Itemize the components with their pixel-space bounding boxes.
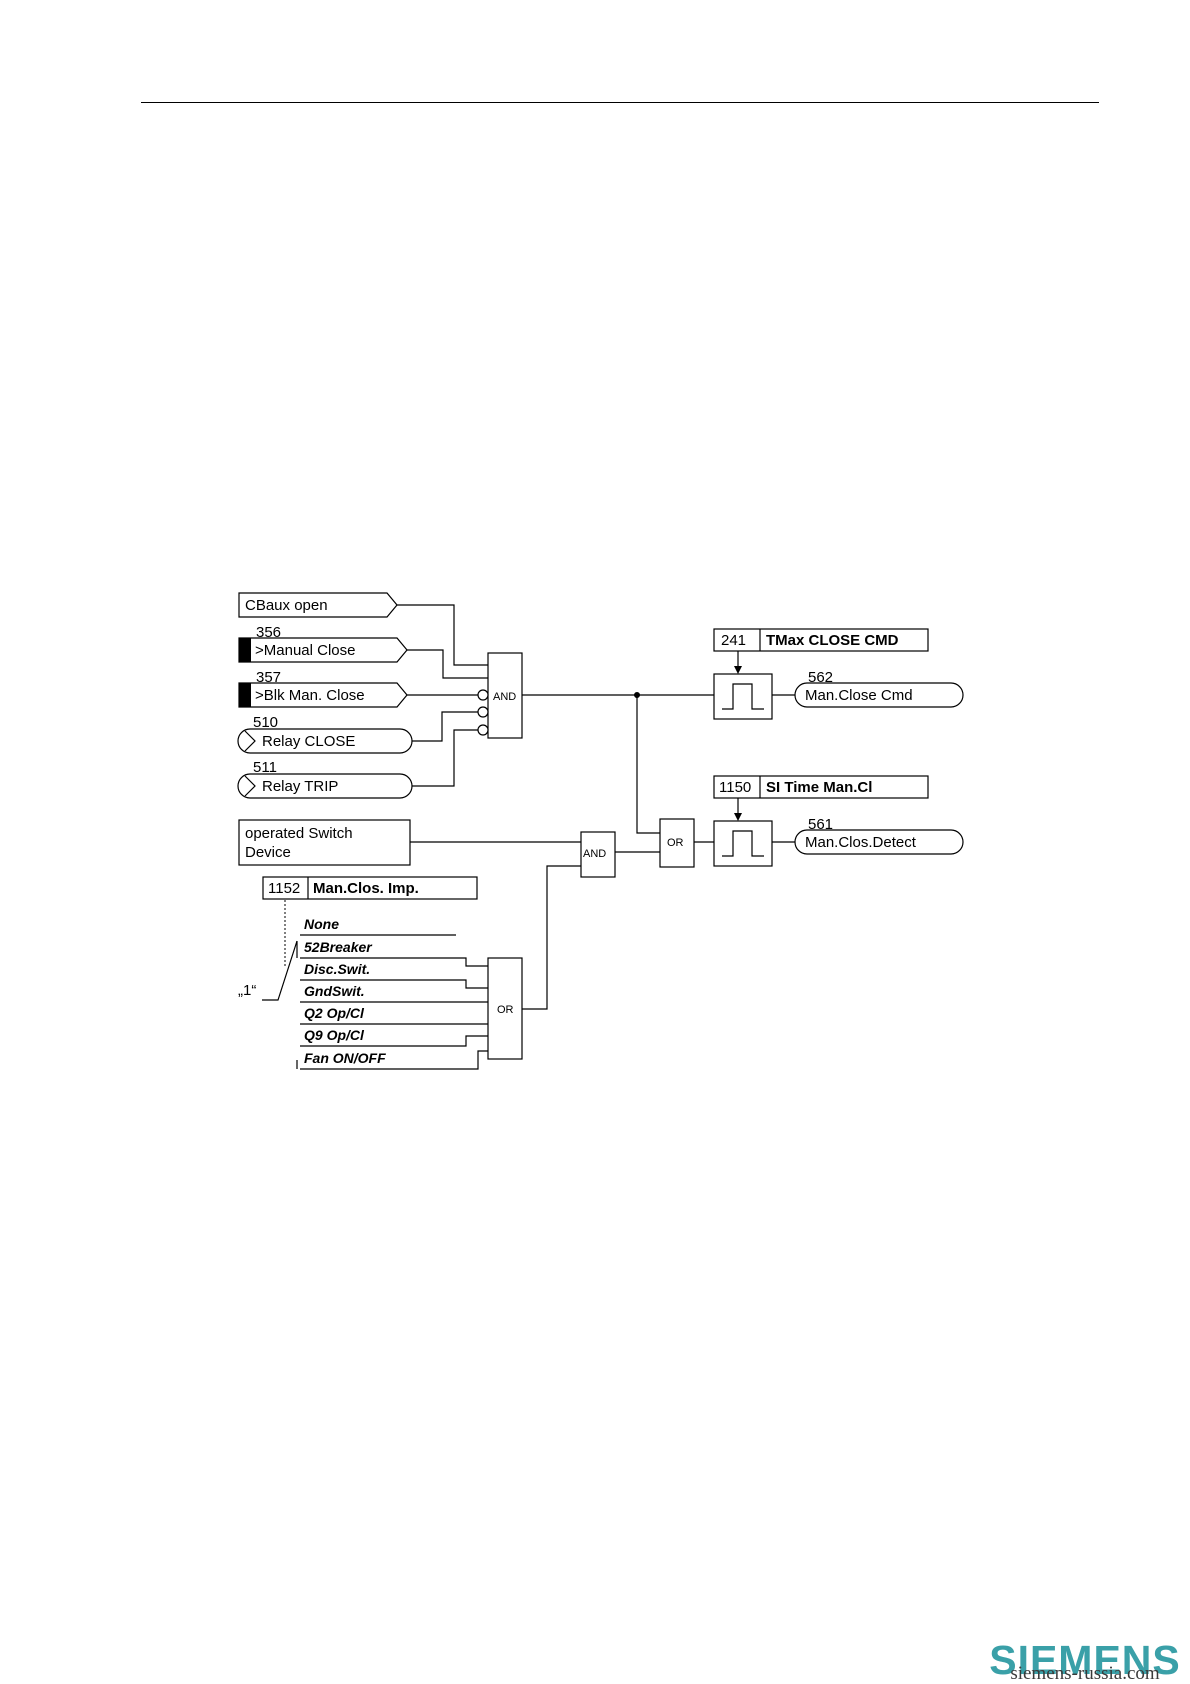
- input-relay-trip: 511 Relay TRIP: [237, 759, 413, 799]
- input-number: 357: [256, 669, 281, 686]
- input-operated-switch-device: operated Switch Device: [238, 819, 411, 866]
- option-disc-swit: Disc.Swit.: [304, 961, 370, 977]
- brand-url: siemens-russia.com: [1010, 1663, 1160, 1684]
- input-number: 510: [253, 714, 278, 731]
- input-label: >Blk Man. Close: [255, 687, 365, 704]
- switch-options: None 52Breaker Disc.Swit. GndSwit. Q2 Op…: [238, 916, 386, 1066]
- pulse-timer-close-cmd: [713, 673, 773, 720]
- binary-input-marker-icon: [239, 638, 251, 662]
- input-label: Relay CLOSE: [262, 733, 355, 750]
- param-label: Man.Clos. Imp.: [313, 880, 419, 897]
- option-gndswit: GndSwit.: [304, 983, 365, 999]
- output-label: Man.Close Cmd: [805, 687, 913, 704]
- option-52breaker: 52Breaker: [304, 939, 373, 955]
- siemens-logo: SIEMENS: [985, 1637, 1185, 1683]
- negation-icon: [477, 689, 489, 701]
- input-number: 356: [256, 624, 281, 641]
- input-number: 511: [253, 759, 277, 776]
- gate-label: AND: [583, 848, 606, 860]
- input-label-line1: operated Switch: [245, 825, 353, 842]
- input-relay-close: 510 Relay CLOSE: [237, 714, 413, 754]
- pulse-icon: [722, 683, 764, 710]
- wires: [262, 604, 795, 1070]
- brand-name: SIEMENS: [989, 1637, 1181, 1683]
- param-number: 1152: [268, 880, 300, 897]
- option-q9-op-cl: Q9 Op/Cl: [304, 1027, 365, 1043]
- option-q2-op-cl: Q2 Op/Cl: [304, 1005, 365, 1021]
- input-label: Relay TRIP: [262, 778, 338, 795]
- pulse-timer-detect: [713, 820, 773, 867]
- output-number: 561: [808, 816, 833, 833]
- header-rule: [141, 102, 1099, 103]
- option-fan-on-off: Fan ON/OFF: [304, 1050, 386, 1066]
- or-gate-detect: OR: [659, 818, 695, 868]
- gate-label: OR: [667, 837, 684, 849]
- output-man-clos-detect: 561 Man.Clos.Detect: [794, 816, 964, 855]
- pulse-icon: [722, 830, 764, 857]
- junction-dot: [634, 692, 640, 698]
- gate-label: AND: [493, 691, 516, 703]
- param-label: TMax CLOSE CMD: [766, 632, 899, 649]
- and-gate-main: AND: [477, 652, 523, 739]
- gate-label: OR: [497, 1004, 514, 1016]
- binary-input-marker-icon: [239, 683, 251, 707]
- param-man-clos-imp: 1152 Man.Clos. Imp.: [262, 876, 478, 900]
- negation-icon: [477, 706, 489, 718]
- input-label-line2: Device: [245, 844, 291, 861]
- input-manual-close: 356 >Manual Close: [238, 624, 408, 663]
- output-number: 562: [808, 669, 833, 686]
- input-blk-man-close: 357 >Blk Man. Close: [238, 669, 408, 708]
- param-number: 1150: [719, 779, 751, 796]
- param-si-time-man-cl: 1150 SI Time Man.Cl: [713, 775, 929, 799]
- negation-icon: [477, 724, 489, 736]
- param-number: 241: [721, 632, 746, 649]
- switch-default-label: „1“: [238, 982, 256, 999]
- and-gate-switch: AND: [580, 831, 616, 878]
- param-tmax-close-cmd: 241 TMax CLOSE CMD: [713, 628, 929, 652]
- param-label: SI Time Man.Cl: [766, 779, 872, 796]
- option-none: None: [304, 916, 339, 932]
- or-gate-options: OR: [487, 957, 523, 1060]
- input-cbaux-open: CBaux open: [238, 592, 398, 618]
- output-man-close-cmd: 562 Man.Close Cmd: [794, 669, 964, 708]
- input-label: CBaux open: [245, 597, 328, 614]
- output-label: Man.Clos.Detect: [805, 834, 917, 851]
- input-label: >Manual Close: [255, 642, 355, 659]
